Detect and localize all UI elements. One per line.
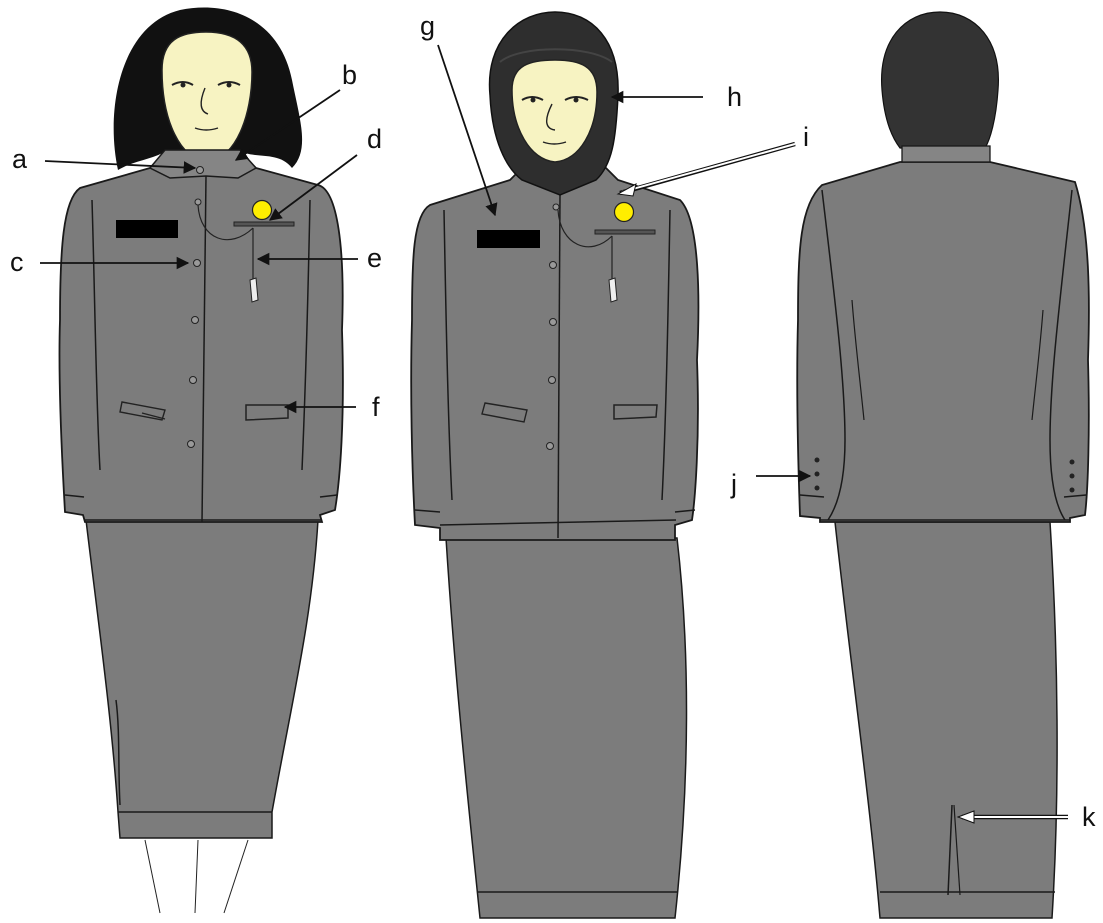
label-h: h — [727, 82, 742, 112]
pocket-right — [246, 405, 288, 420]
head-back — [882, 12, 999, 148]
skirt — [446, 538, 687, 918]
label-f: f — [372, 392, 380, 422]
skirt-back — [835, 522, 1057, 918]
label-g: g — [420, 11, 435, 41]
label-k: k — [1082, 802, 1096, 832]
label-e: e — [367, 243, 382, 273]
badge-bar — [234, 222, 294, 226]
label-c: c — [10, 247, 24, 277]
badge-bar — [595, 230, 655, 234]
label-d: d — [367, 124, 382, 154]
arrow-g — [438, 45, 495, 215]
label-b: b — [342, 60, 357, 90]
pocket-right — [614, 405, 657, 419]
figure-front-hair — [59, 8, 342, 913]
label-a: a — [12, 144, 28, 174]
badge — [253, 201, 272, 220]
figure-back — [797, 12, 1089, 918]
label-i: i — [803, 122, 809, 152]
name-tag — [116, 220, 178, 238]
skirt — [86, 520, 318, 838]
figure-front-hijab — [411, 12, 698, 918]
jacket-back — [797, 162, 1089, 522]
collar-back — [902, 146, 990, 162]
label-j: j — [730, 469, 737, 499]
name-tag — [477, 230, 540, 248]
jacket — [59, 152, 342, 522]
badge — [615, 203, 634, 222]
collar — [150, 150, 256, 178]
jacket — [411, 162, 698, 540]
